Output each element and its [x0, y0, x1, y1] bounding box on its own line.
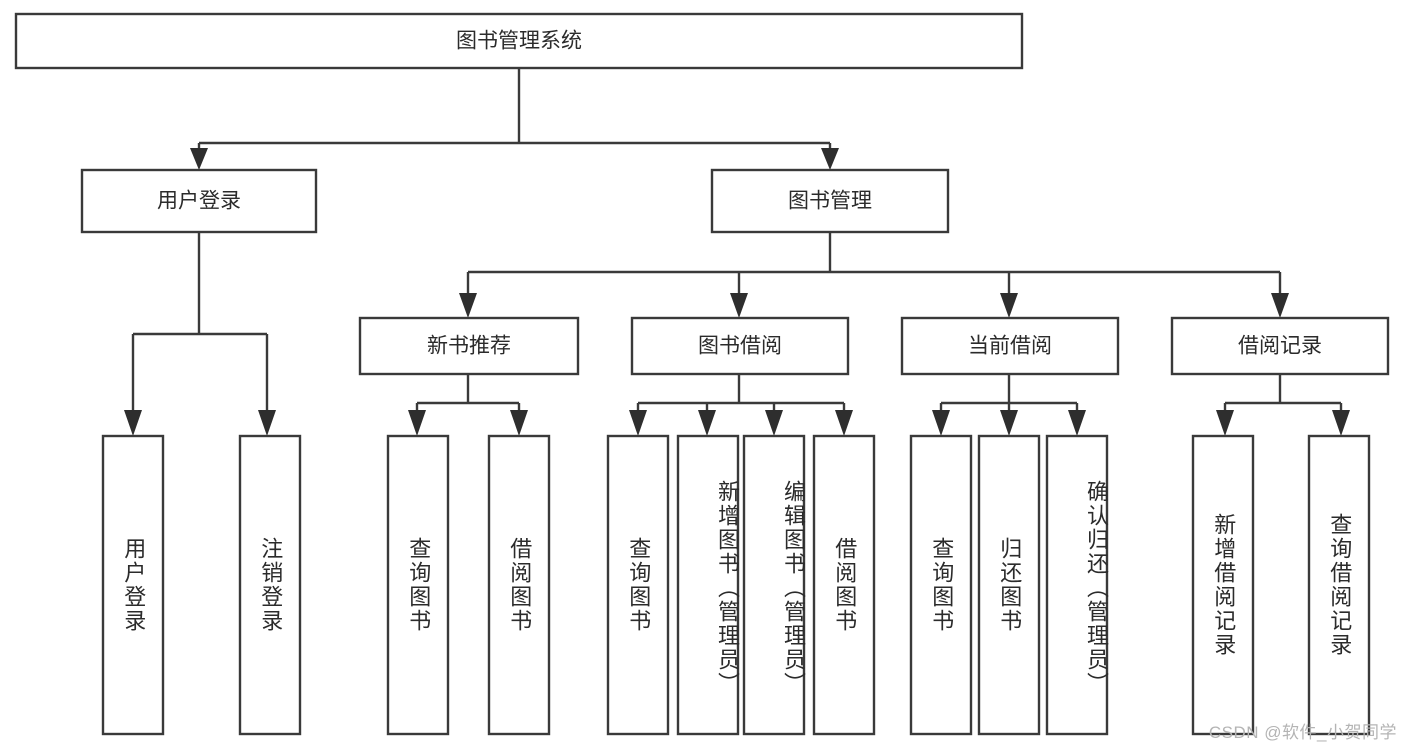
node-label-new-book-recommend: 新书推荐	[427, 335, 511, 358]
leaf-label-borrow-book-2: 借阅图书	[832, 537, 858, 633]
arrow-head-book-manage	[821, 148, 839, 170]
node-box-leaf-edit-book[interactable]	[742, 434, 806, 736]
node-label-current-borrow: 当前借阅	[968, 335, 1052, 358]
node-label-root: 图书管理系统	[456, 30, 582, 53]
node-box-leaf-borrow-book-2[interactable]	[812, 434, 876, 736]
leaf-label-confirm-return: 确认归还（管理员）	[1084, 480, 1109, 696]
arrow-head-leaf-add-book	[698, 410, 716, 436]
connector-group-user-login	[124, 232, 276, 436]
node-box-book-borrow[interactable]	[630, 316, 850, 376]
arrow-head-leaf-borrow-book-2	[835, 410, 853, 436]
arrow-head-leaf-query-record	[1332, 410, 1350, 436]
connector-group-new-book-recommend	[408, 374, 528, 436]
leaf-label-query-book-1: 查询图书	[406, 537, 432, 633]
arrow-head-current-borrow	[1000, 293, 1018, 318]
arrow-head-leaf-query-book-2	[629, 410, 647, 436]
node-box-leaf-add-book[interactable]	[676, 434, 740, 736]
arrow-head-leaf-edit-book	[765, 410, 783, 436]
leaf-label-add-record: 新增借阅记录	[1211, 513, 1237, 657]
node-box-leaf-logout-login[interactable]	[238, 434, 302, 736]
csdn-watermark: CSDN @软件_小贺同学	[1208, 723, 1397, 742]
leaf-label-add-book: 新增图书（管理员）	[715, 480, 740, 696]
node-box-borrow-record[interactable]	[1170, 316, 1390, 376]
arrow-head-leaf-query-book-3	[932, 410, 950, 436]
arrow-head-leaf-user-login	[124, 410, 142, 436]
leaf-label-query-book-3: 查询图书	[929, 537, 955, 633]
node-label-borrow-record: 借阅记录	[1238, 335, 1322, 358]
arrow-head-borrow-record	[1271, 293, 1289, 318]
node-box-leaf-add-record[interactable]	[1191, 434, 1255, 736]
arrow-head-leaf-return-book	[1000, 410, 1018, 436]
connector-group-book-manage	[459, 232, 1289, 318]
connector-group-root	[190, 68, 839, 170]
connector-group-current-borrow	[932, 374, 1086, 436]
node-box-leaf-confirm-return[interactable]	[1045, 434, 1109, 736]
node-box-root[interactable]	[14, 12, 1024, 70]
leaf-label-logout-login: 注销登录	[258, 537, 284, 633]
connector-group-book-borrow	[629, 374, 853, 436]
node-box-leaf-borrow-book-1[interactable]	[487, 434, 551, 736]
leaf-label-return-book: 归还图书	[997, 537, 1023, 633]
node-box-leaf-query-book-2[interactable]	[606, 434, 670, 736]
leaf-label-query-book-2: 查询图书	[626, 537, 652, 633]
node-box-current-borrow[interactable]	[900, 316, 1120, 376]
node-box-leaf-query-book-1[interactable]	[386, 434, 450, 736]
connector-group-borrow-record	[1216, 374, 1350, 436]
node-box-book-manage[interactable]	[710, 168, 950, 234]
node-box-leaf-query-record[interactable]	[1307, 434, 1371, 736]
leaf-label-user-login: 用户登录	[121, 537, 147, 633]
node-label-user-login: 用户登录	[157, 190, 241, 213]
arrow-head-leaf-borrow-book-1	[510, 410, 528, 436]
node-box-new-book-recommend[interactable]	[358, 316, 580, 376]
node-label-book-manage: 图书管理	[788, 190, 872, 213]
arrow-head-book-borrow	[730, 293, 748, 318]
node-box-leaf-user-login[interactable]	[101, 434, 165, 736]
arrow-head-leaf-query-book-1	[408, 410, 426, 436]
arrow-head-leaf-confirm-return	[1068, 410, 1086, 436]
arrow-head-leaf-add-record	[1216, 410, 1234, 436]
node-box-leaf-query-book-3[interactable]	[909, 434, 973, 736]
arrow-head-new-book-recommend	[459, 293, 477, 318]
node-box-leaf-return-book[interactable]	[977, 434, 1041, 736]
leaf-label-borrow-book-1: 借阅图书	[507, 537, 533, 633]
node-box-user-login[interactable]	[80, 168, 318, 234]
leaf-label-query-record: 查询借阅记录	[1327, 513, 1353, 657]
arrow-head-user-login	[190, 148, 208, 170]
node-label-book-borrow: 图书借阅	[698, 335, 782, 358]
arrow-head-leaf-logout-login	[258, 410, 276, 436]
leaf-label-edit-book: 编辑图书（管理员）	[781, 480, 806, 696]
